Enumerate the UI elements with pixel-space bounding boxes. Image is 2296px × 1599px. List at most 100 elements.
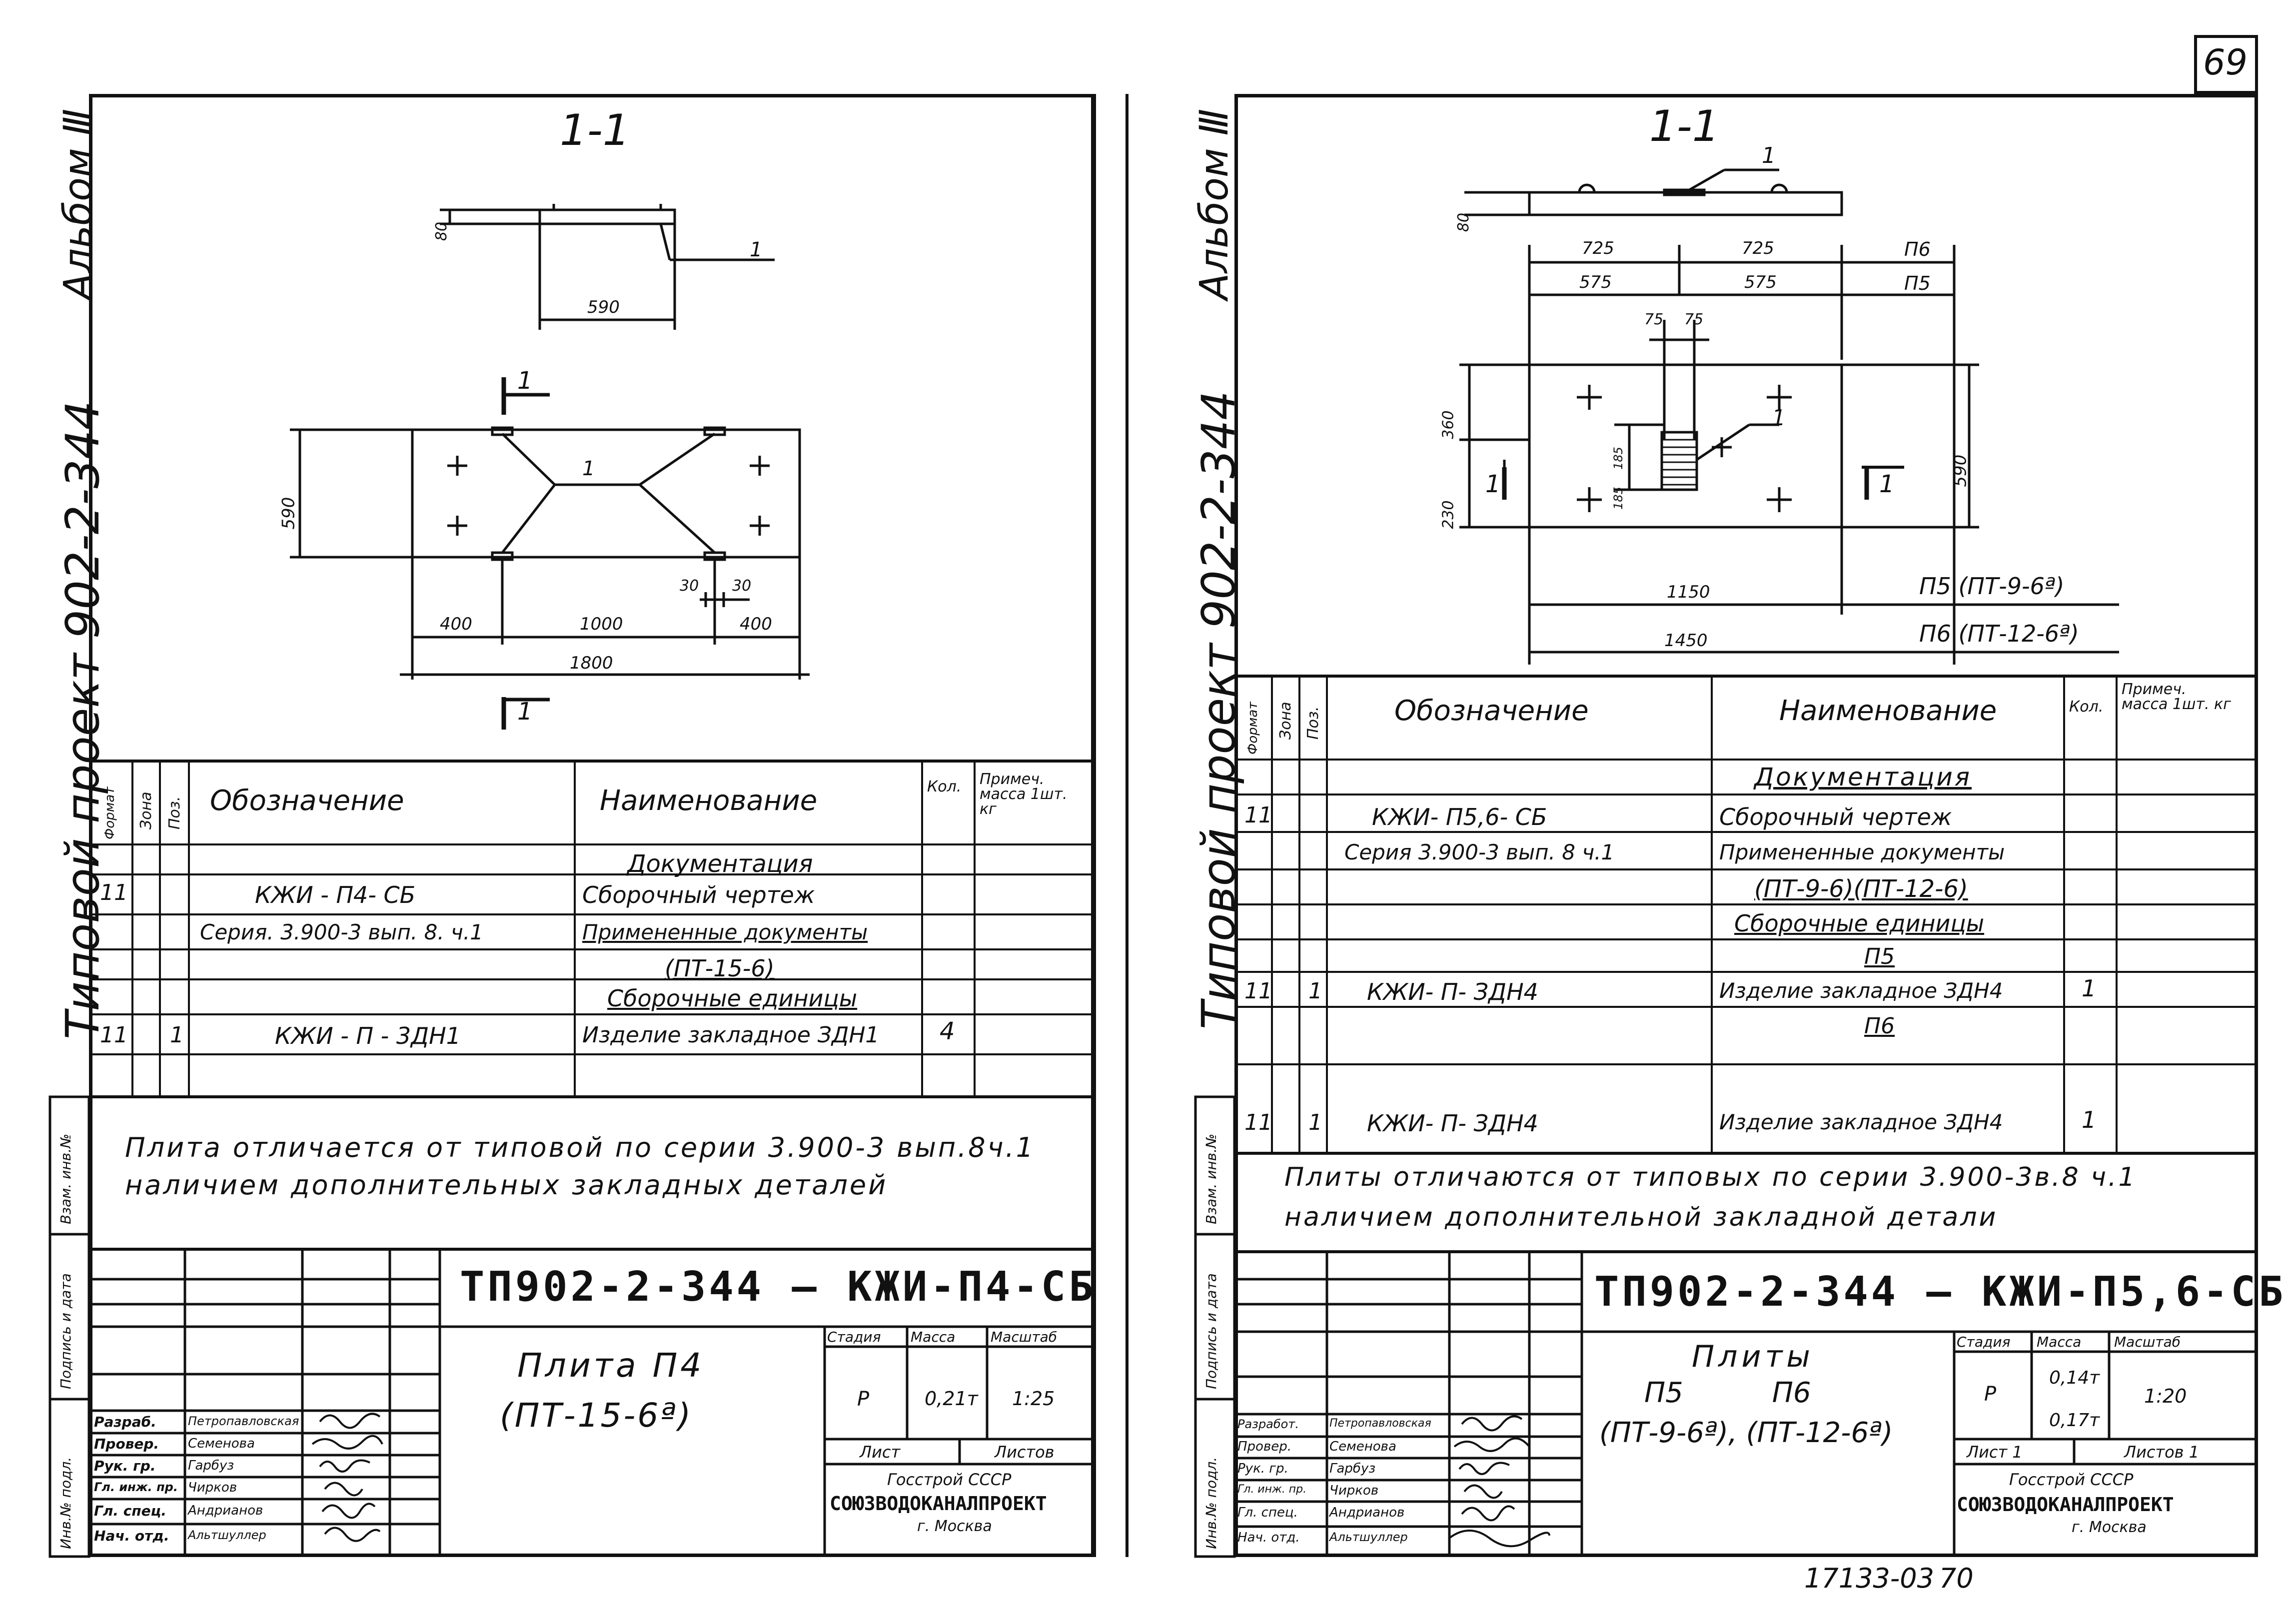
left-pos1-plan: 1 (582, 457, 595, 480)
right-role-1: Провер. (1237, 1439, 1292, 1454)
right-dim-725b: 725 (1742, 238, 1774, 258)
right-role-2: Рук. гр. (1237, 1461, 1288, 1476)
right-section-title: 1-1 (1649, 101, 1720, 151)
right-mass1: 0,14т (2049, 1368, 2100, 1388)
left-spec-grid (89, 760, 1095, 1098)
right-org1: Госстрой СССР (2009, 1470, 2134, 1489)
right-row4-name: (ПТ-9-6)(ПТ-12-6) (1754, 875, 1968, 903)
left-role-0-name: Петропавловская (188, 1414, 299, 1428)
right-scale-label: Масштаб (2114, 1334, 2181, 1350)
left-org1: Госстрой СССР (887, 1470, 1012, 1489)
right-org3: г. Москва (2072, 1519, 2147, 1536)
left-dim-30a: 30 (680, 577, 699, 595)
right-drawing (1459, 168, 2119, 665)
left-org3: г. Москва (917, 1518, 992, 1535)
right-row9-qty: 1 (2082, 1106, 2097, 1133)
right-cut-left: 1 (1485, 470, 1501, 498)
left-role-5: Нач. отд. (94, 1528, 169, 1544)
left-hdr-note: Примеч. масса 1шт. кг (980, 771, 1068, 818)
right-mass2: 0,17т (2049, 1410, 2100, 1431)
right-sheets-label: Листов 1 (2124, 1443, 2200, 1462)
left-pos1-section: 1 (750, 238, 763, 261)
right-pos1-plan: 1 (1772, 405, 1786, 431)
left-sheets-label: Листов (995, 1443, 1055, 1462)
right-hdr-designation: Обозначение (1394, 695, 1589, 727)
right-note-line1: Плиты отличаются от типовых по серии 3.9… (1284, 1162, 2137, 1192)
right-dim-575b: 575 (1744, 272, 1777, 292)
sheet-number: 69 (2203, 42, 2248, 83)
right-role-5: Нач. отд. (1237, 1530, 1300, 1545)
right-role-1-name: Семенова (1329, 1439, 1396, 1454)
left-row3-name: Примененные документы (582, 920, 868, 944)
left-role-1: Провер. (94, 1436, 159, 1452)
left-row1-name: Документация (627, 850, 813, 878)
right-row7-qty: 1 (2082, 975, 2097, 1002)
right-cut-right: 1 (1879, 470, 1895, 498)
right-row2-designation: КЖИ- П5,6- СБ (1372, 803, 1547, 830)
left-dim-400b: 400 (740, 614, 772, 634)
bottom-page: 70 (1939, 1563, 1974, 1594)
left-role-5-name: Альтшуллер (188, 1528, 266, 1542)
right-dim-p5: П5 (1904, 272, 1931, 294)
right-dim-p6: П6 (1904, 238, 1931, 260)
right-row9-pos: 1 (1308, 1110, 1322, 1135)
right-dim-1450: 1450 (1664, 631, 1708, 651)
right-title-name3: (ПТ-9-6ª), (ПТ-12-6ª) (1599, 1417, 1893, 1449)
left-row6-qty: 4 (940, 1017, 955, 1045)
left-stage-label: Стадия (827, 1329, 881, 1345)
right-role-3-name: Чирков (1329, 1483, 1379, 1498)
left-cut-top-label: 1 (517, 367, 533, 395)
right-row9-format: 11 (1244, 1110, 1272, 1135)
left-dim-1000: 1000 (580, 614, 623, 634)
right-dim-725a: 725 (1582, 238, 1614, 258)
left-signatures (311, 1413, 383, 1542)
left-role-2: Рук. гр. (94, 1458, 156, 1474)
left-role-1-name: Семенова (188, 1436, 255, 1451)
right-scale: 1:20 (2144, 1385, 2187, 1407)
right-row9-designation: КЖИ- П- ЗДН4 (1367, 1110, 1538, 1137)
right-sheet-label: Лист 1 (1967, 1443, 2023, 1462)
left-scale-label: Масштаб (991, 1329, 1058, 1345)
left-hdr-qty: Кол. (927, 778, 962, 796)
right-row3-name: Примененные документы (1719, 840, 2005, 864)
left-row6-pos: 1 (170, 1022, 184, 1048)
right-hdr-qty: Кол. (2069, 698, 2104, 716)
right-pos1-section: 1 (1762, 143, 1776, 168)
left-cut-bottom-label: 1 (517, 698, 533, 726)
left-row6-designation: КЖИ - П - 3ДН1 (275, 1022, 461, 1049)
left-role-4-name: Андрианов (188, 1503, 263, 1518)
left-dim-400a: 400 (440, 614, 472, 634)
right-row9-name: Изделие закладное ЗДН4 (1719, 1110, 2003, 1134)
right-row7-pos: 1 (1308, 978, 1322, 1004)
right-hdr-name: Наименование (1779, 695, 1997, 727)
left-row6-format: 11 (100, 1022, 128, 1048)
right-dim-75b: 75 (1684, 311, 1704, 328)
right-row7-format: 11 (1244, 978, 1272, 1004)
right-mass-label: Масса (2037, 1334, 2082, 1350)
left-sheet-label: Лист (860, 1443, 901, 1462)
right-title-code: ТП902-2-344 — КЖИ-П5,6-СБ (1594, 1268, 2287, 1316)
left-section-title: 1-1 (560, 105, 630, 155)
right-row2-format: 11 (1244, 802, 1272, 828)
left-drawing (290, 204, 810, 730)
left-sheet (89, 94, 1095, 1557)
left-row2-name: Сборочный чертеж (582, 881, 815, 908)
left-org2: СОЮЗВОДОКАНАЛПРОЕКТ (830, 1493, 1047, 1515)
right-role-3: Гл. инж. пр. (1237, 1483, 1307, 1496)
right-p6-label: П6 (ПТ-12-6ª) (1919, 620, 2079, 647)
right-row7-designation: КЖИ- П- ЗДН4 (1367, 978, 1538, 1005)
right-spec-grid (1234, 675, 2258, 1155)
right-role-4: Гл. спец. (1237, 1505, 1298, 1520)
left-title-code: ТП902-2-344 — КЖИ-П4-СБ (460, 1263, 1097, 1311)
right-title-name2: П5 П6 (1644, 1377, 1811, 1409)
right-note-line2: наличием дополнительной закладной детали (1284, 1202, 1998, 1232)
right-org2: СОЮЗВОДОКАНАЛПРОЕКТ (1957, 1494, 2174, 1516)
left-spec-table (89, 760, 1095, 1100)
left-row2-format: 11 (100, 880, 128, 905)
bottom-code: 17133-03 (1804, 1563, 1934, 1594)
right-row7-name: Изделие закладное ЗДН4 (1719, 978, 2003, 1003)
left-mass: 0,21т (925, 1388, 978, 1410)
left-scale: 1:25 (1012, 1388, 1055, 1410)
